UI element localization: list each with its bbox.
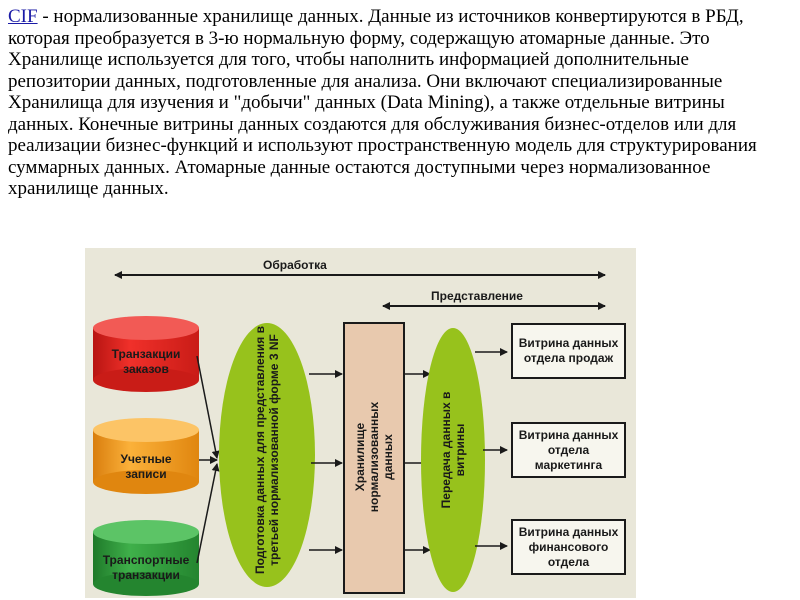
diagram-graphics — [93, 271, 606, 596]
presentation-label: Представление — [425, 289, 529, 303]
source-label-orders: Транзакции заказов — [111, 347, 181, 376]
data-mart-sales-label: Витрина данных отдела продаж — [518, 336, 619, 365]
cif-link[interactable]: CIF — [8, 6, 38, 27]
source-cylinder-transport — [93, 520, 199, 596]
processing-label: Обработка — [257, 258, 333, 272]
data-mart-marketing-label: Витрина данных отдела маркетинга — [518, 427, 619, 472]
data-mart-finance-label: Витрина данных финансового отдела — [518, 524, 619, 569]
source-label-accounts: Учетные записи — [120, 452, 172, 481]
paragraph-text: - нормализованные хранилище данных. Данн… — [8, 6, 757, 199]
source-cylinder-accounts — [93, 418, 199, 494]
transfer-label: Передача данных в витрины — [439, 391, 467, 509]
data-mart-finance: Витрина данных финансового отдела — [511, 519, 626, 575]
storage-box — [343, 322, 405, 594]
storage-label: Хранилище нормализованных данных — [353, 401, 395, 513]
arrow-transport-to-prep — [196, 463, 220, 564]
preparation-ellipse — [219, 323, 315, 587]
transfer-ellipse — [421, 328, 485, 592]
cif-architecture-diagram: Обработка Представление Транзакции заказ… — [85, 248, 636, 598]
data-mart-marketing: Витрина данных отдела маркетинга — [511, 422, 626, 478]
arrow-orders-to-prep — [196, 355, 220, 459]
cif-description-paragraph: CIF - нормализованные хранилище данных. … — [8, 6, 792, 200]
data-mart-sales: Витрина данных отдела продаж — [511, 323, 626, 379]
source-cylinder-orders — [93, 316, 199, 392]
source-label-transport: Транспортные транзакции — [102, 553, 190, 582]
preparation-label: Подготовка данных для представления в тр… — [253, 326, 281, 574]
